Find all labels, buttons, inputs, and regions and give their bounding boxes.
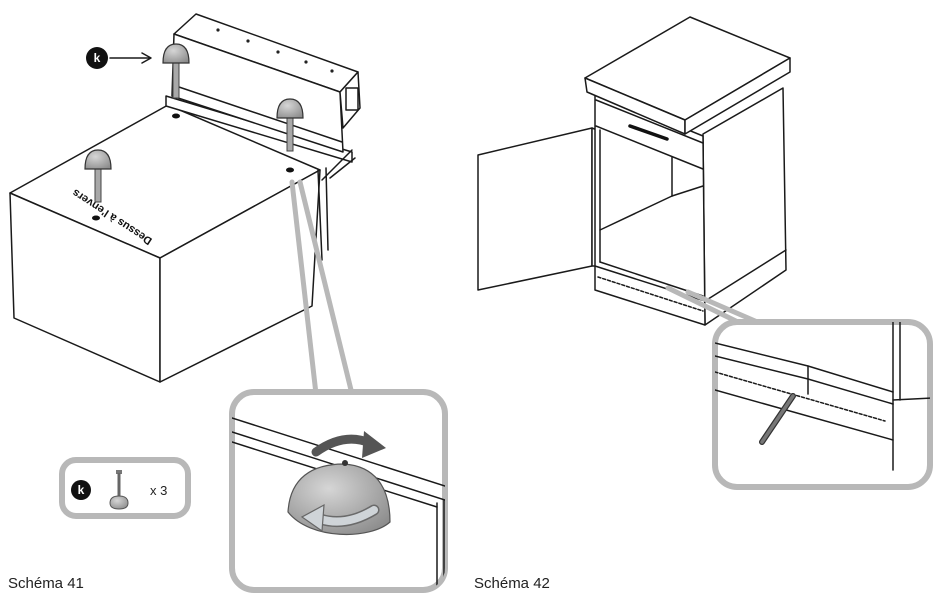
legend-marker	[71, 480, 91, 500]
schema-42: Schéma 42	[474, 16, 933, 592]
adjustable-foot-icon	[109, 470, 129, 510]
rail-holes	[216, 28, 334, 73]
schema-41: Dessus à l'envers	[8, 13, 448, 593]
adjustable-foot	[276, 98, 304, 152]
detail-callout-pointer	[665, 285, 765, 327]
part-marker-k: k	[86, 47, 108, 69]
foot-hole	[92, 215, 100, 221]
detail-view-plinth-pin	[712, 319, 933, 490]
pointer-arrow-icon	[109, 52, 152, 64]
detail-view-foot-screwing	[229, 389, 448, 593]
foot-holes	[92, 113, 294, 221]
plinth-rail	[165, 13, 361, 163]
rail-rib-line	[175, 85, 343, 143]
base-cabinet	[584, 16, 791, 326]
parts-legend: k x 3	[59, 457, 191, 519]
part-marker-label: k	[94, 51, 101, 65]
foot-hole	[286, 167, 294, 173]
legend-quantity: x 3	[150, 483, 167, 498]
adjustable-foot	[84, 149, 112, 203]
rotate-counterclockwise-arrow-icon	[300, 503, 380, 533]
schema-41-caption: Schéma 41	[8, 575, 84, 592]
foot-stem-nub	[342, 460, 348, 466]
adjustable-foot	[162, 43, 190, 99]
schema-42-caption: Schéma 42	[474, 575, 550, 592]
cabinet-door-open	[477, 127, 598, 291]
detail-frame	[712, 319, 933, 490]
legend-frame	[59, 457, 191, 519]
legend-marker-label: k	[78, 483, 85, 497]
foot-hole	[172, 113, 180, 119]
dowel-pin	[759, 393, 796, 445]
drawer-handle	[628, 124, 669, 141]
cabinet-side-face	[159, 169, 321, 383]
cabinet-interior	[599, 129, 704, 297]
support-bracket	[317, 149, 356, 261]
detail-callout-pointer	[289, 179, 355, 397]
countertop	[584, 16, 791, 135]
rotate-clockwise-arrow-icon	[311, 431, 386, 458]
rail-end-bracket	[345, 87, 359, 111]
drawer	[595, 99, 704, 170]
cabinet-box-upside-down: Dessus à l'envers	[9, 104, 321, 383]
cabinet-right-side	[702, 87, 787, 326]
